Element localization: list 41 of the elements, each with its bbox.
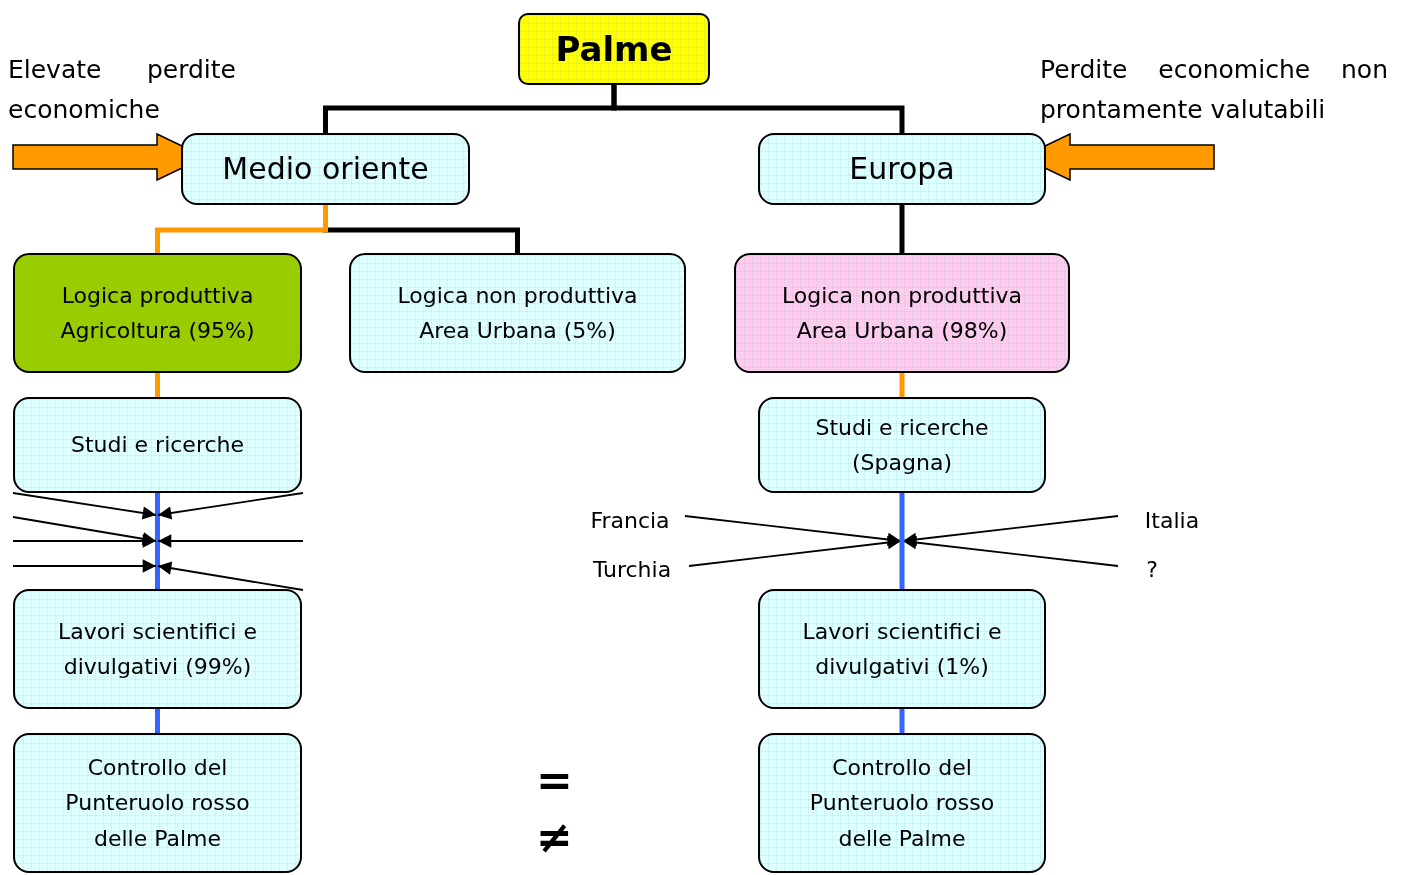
- process-box: [758, 733, 1046, 873]
- box-label: Studi e ricerche: [70, 431, 245, 460]
- title-box: [518, 13, 710, 85]
- process-box: [13, 589, 302, 709]
- connector-line: [899, 205, 905, 253]
- note-text: Elevate perdite economiche: [8, 54, 236, 126]
- box-label: Lavori scientifici e divulgativi (99%): [57, 617, 258, 681]
- box-label: Logica produttiva Agricoltura (95%): [59, 281, 256, 345]
- category-box: [13, 253, 302, 373]
- not-equal-sign: ≠: [536, 815, 574, 859]
- category-box: [734, 253, 1070, 373]
- box-label: Lavori scientifici e divulgativi (1%): [801, 617, 1003, 681]
- connector-line: [899, 373, 905, 397]
- country-label: Turchia: [592, 556, 672, 585]
- region-box: [758, 133, 1046, 205]
- box-label: Logica non produttiva Area Urbana (5%): [396, 281, 639, 345]
- country-label: Italia: [1144, 507, 1200, 536]
- connector-line: [155, 493, 160, 589]
- box-label: Studi e ricerche (Spagna): [814, 413, 990, 477]
- connector-line: [899, 493, 905, 589]
- box-label: Europa: [849, 150, 955, 188]
- process-box: [758, 397, 1046, 493]
- process-box: [13, 397, 302, 493]
- box-label: Logica non produttiva Area Urbana (98%): [780, 281, 1024, 345]
- process-box: [13, 733, 302, 873]
- connector-line: [899, 709, 905, 733]
- note-text: Perdite economiche non prontamente valutabili: [1040, 54, 1388, 126]
- box-label: Controllo del Punteruolo rosso delle Palme: [64, 754, 251, 853]
- connector-line: [155, 373, 160, 397]
- box-label: Palme: [555, 27, 673, 71]
- process-box: [349, 253, 686, 373]
- connector-line: [155, 205, 328, 253]
- region-box: [181, 133, 470, 205]
- connector-line: [611, 85, 905, 133]
- equals-sign: =: [536, 758, 574, 802]
- box-label: Controllo del Punteruolo rosso delle Palme: [808, 754, 996, 853]
- box-label: Medio oriente: [222, 150, 429, 188]
- country-label: ?: [1146, 556, 1158, 585]
- country-label: Francia: [590, 507, 670, 536]
- process-box: [758, 589, 1046, 709]
- connector-line: [155, 709, 160, 733]
